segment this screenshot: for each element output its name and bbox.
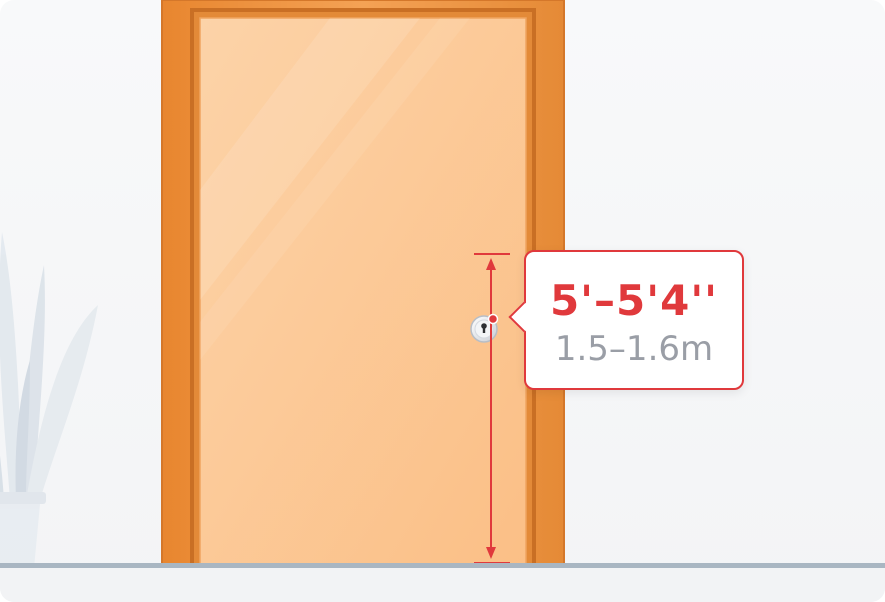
- height-callout: 5'–5'4'' 1.5–1.6m: [508, 250, 744, 390]
- floor-line: [0, 563, 885, 568]
- floor: [0, 568, 885, 602]
- plant-icon: [0, 232, 98, 568]
- height-imperial: 5'–5'4'': [549, 276, 719, 325]
- door-panel: [199, 17, 527, 569]
- height-metric: 1.5–1.6m: [554, 329, 714, 369]
- keyhole-icon: [481, 323, 487, 333]
